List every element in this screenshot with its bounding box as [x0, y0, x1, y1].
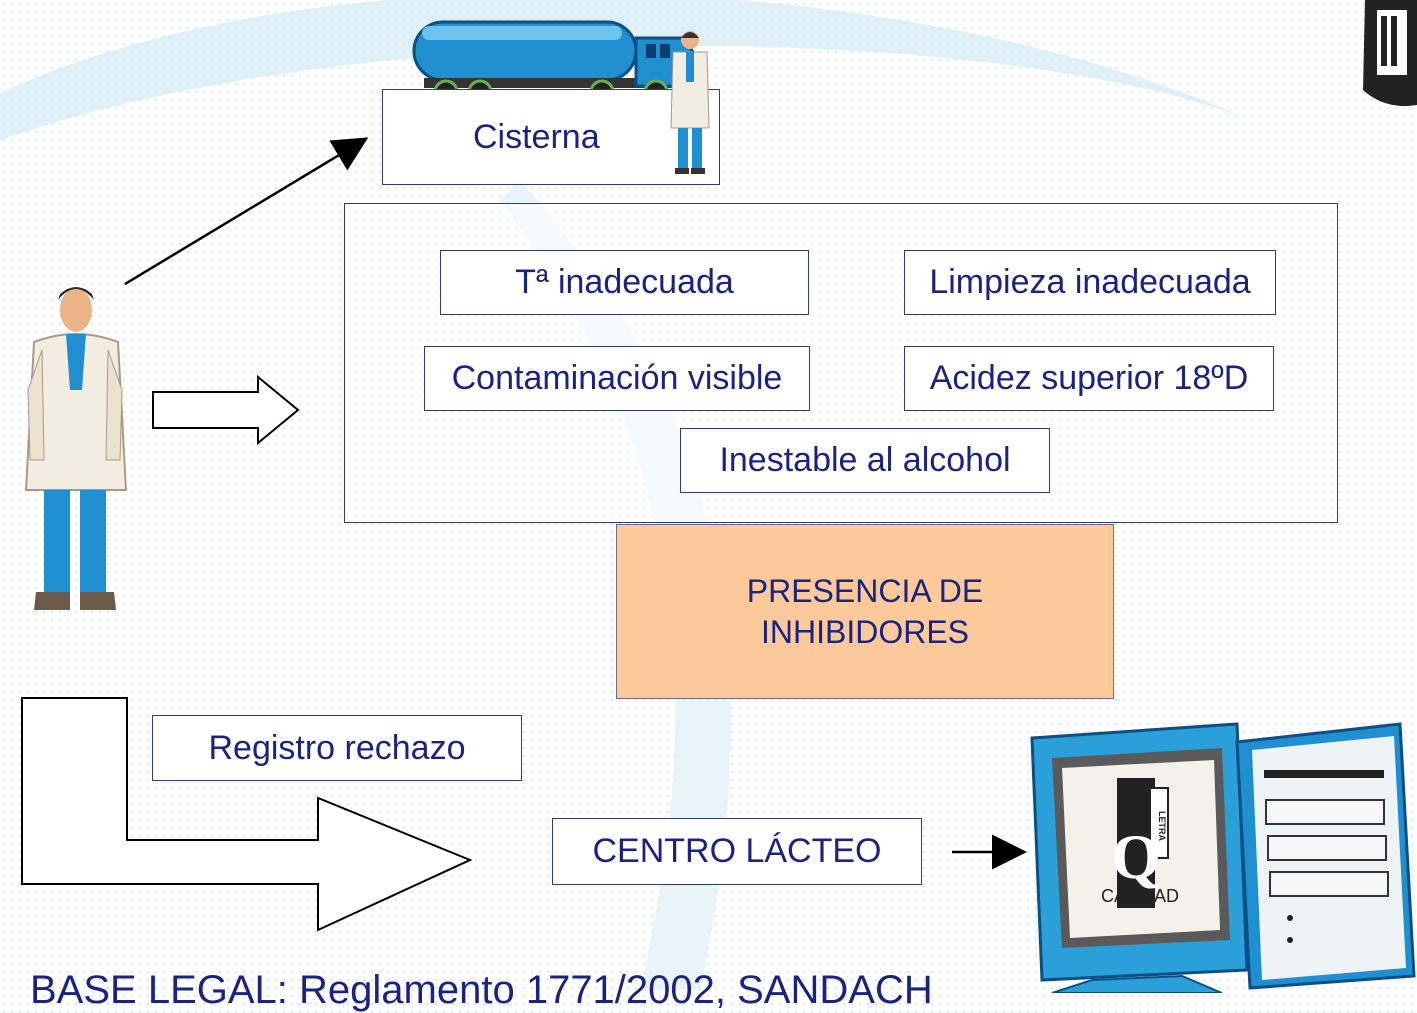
cause-acidity-label: Acidez superior 18ºD: [929, 359, 1249, 397]
inhibitors-label: PRESENCIA DE INHIBIDORES: [746, 572, 984, 650]
cause-acidity-box: Acidez superior 18ºD: [904, 346, 1274, 411]
computer-screen-label: CALIDAD: [1101, 886, 1179, 906]
computer-logo-letter: Q: [1111, 821, 1161, 892]
cause-temperature-label: Tª inadecuada: [515, 263, 734, 301]
worker-large-icon: [24, 287, 128, 610]
worker-small-icon: [670, 31, 710, 174]
dairy-center-label: CENTRO LÁCTEO: [592, 832, 882, 870]
cisterna-label: Cisterna: [473, 117, 600, 156]
block-arrow-bent: [21, 697, 473, 932]
footer-legal-text: BASE LEGAL: Reglamento 1771/2002, SANDAC…: [30, 968, 933, 1012]
rejection-label: Registro rechazo: [208, 728, 466, 767]
cisterna-box: Cisterna: [382, 89, 720, 185]
computer-logo-text: LETRA: [1157, 811, 1167, 841]
cause-contamination-box: Contaminación visible: [424, 346, 810, 411]
cause-cleaning-label: Limpieza inadecuada: [929, 263, 1251, 301]
cause-alcohol-label: Inestable al alcohol: [719, 441, 1011, 479]
logo-fragment-icon: [1363, 0, 1417, 106]
block-arrow-right: [152, 374, 300, 446]
cause-cleaning-box: Limpieza inadecuada: [904, 250, 1276, 315]
cause-temperature-box: Tª inadecuada: [440, 250, 809, 315]
inhibitors-box: PRESENCIA DE INHIBIDORES: [616, 524, 1114, 699]
cause-contamination-label: Contaminación visible: [451, 359, 783, 397]
rejection-box: Registro rechazo: [152, 715, 522, 781]
arrow-to-cisterna: [124, 137, 369, 286]
dairy-center-box: CENTRO LÁCTEO: [552, 818, 922, 885]
cause-alcohol-box: Inestable al alcohol: [680, 428, 1050, 493]
computer-icon: LETRA Q CALIDAD: [1030, 722, 1416, 993]
